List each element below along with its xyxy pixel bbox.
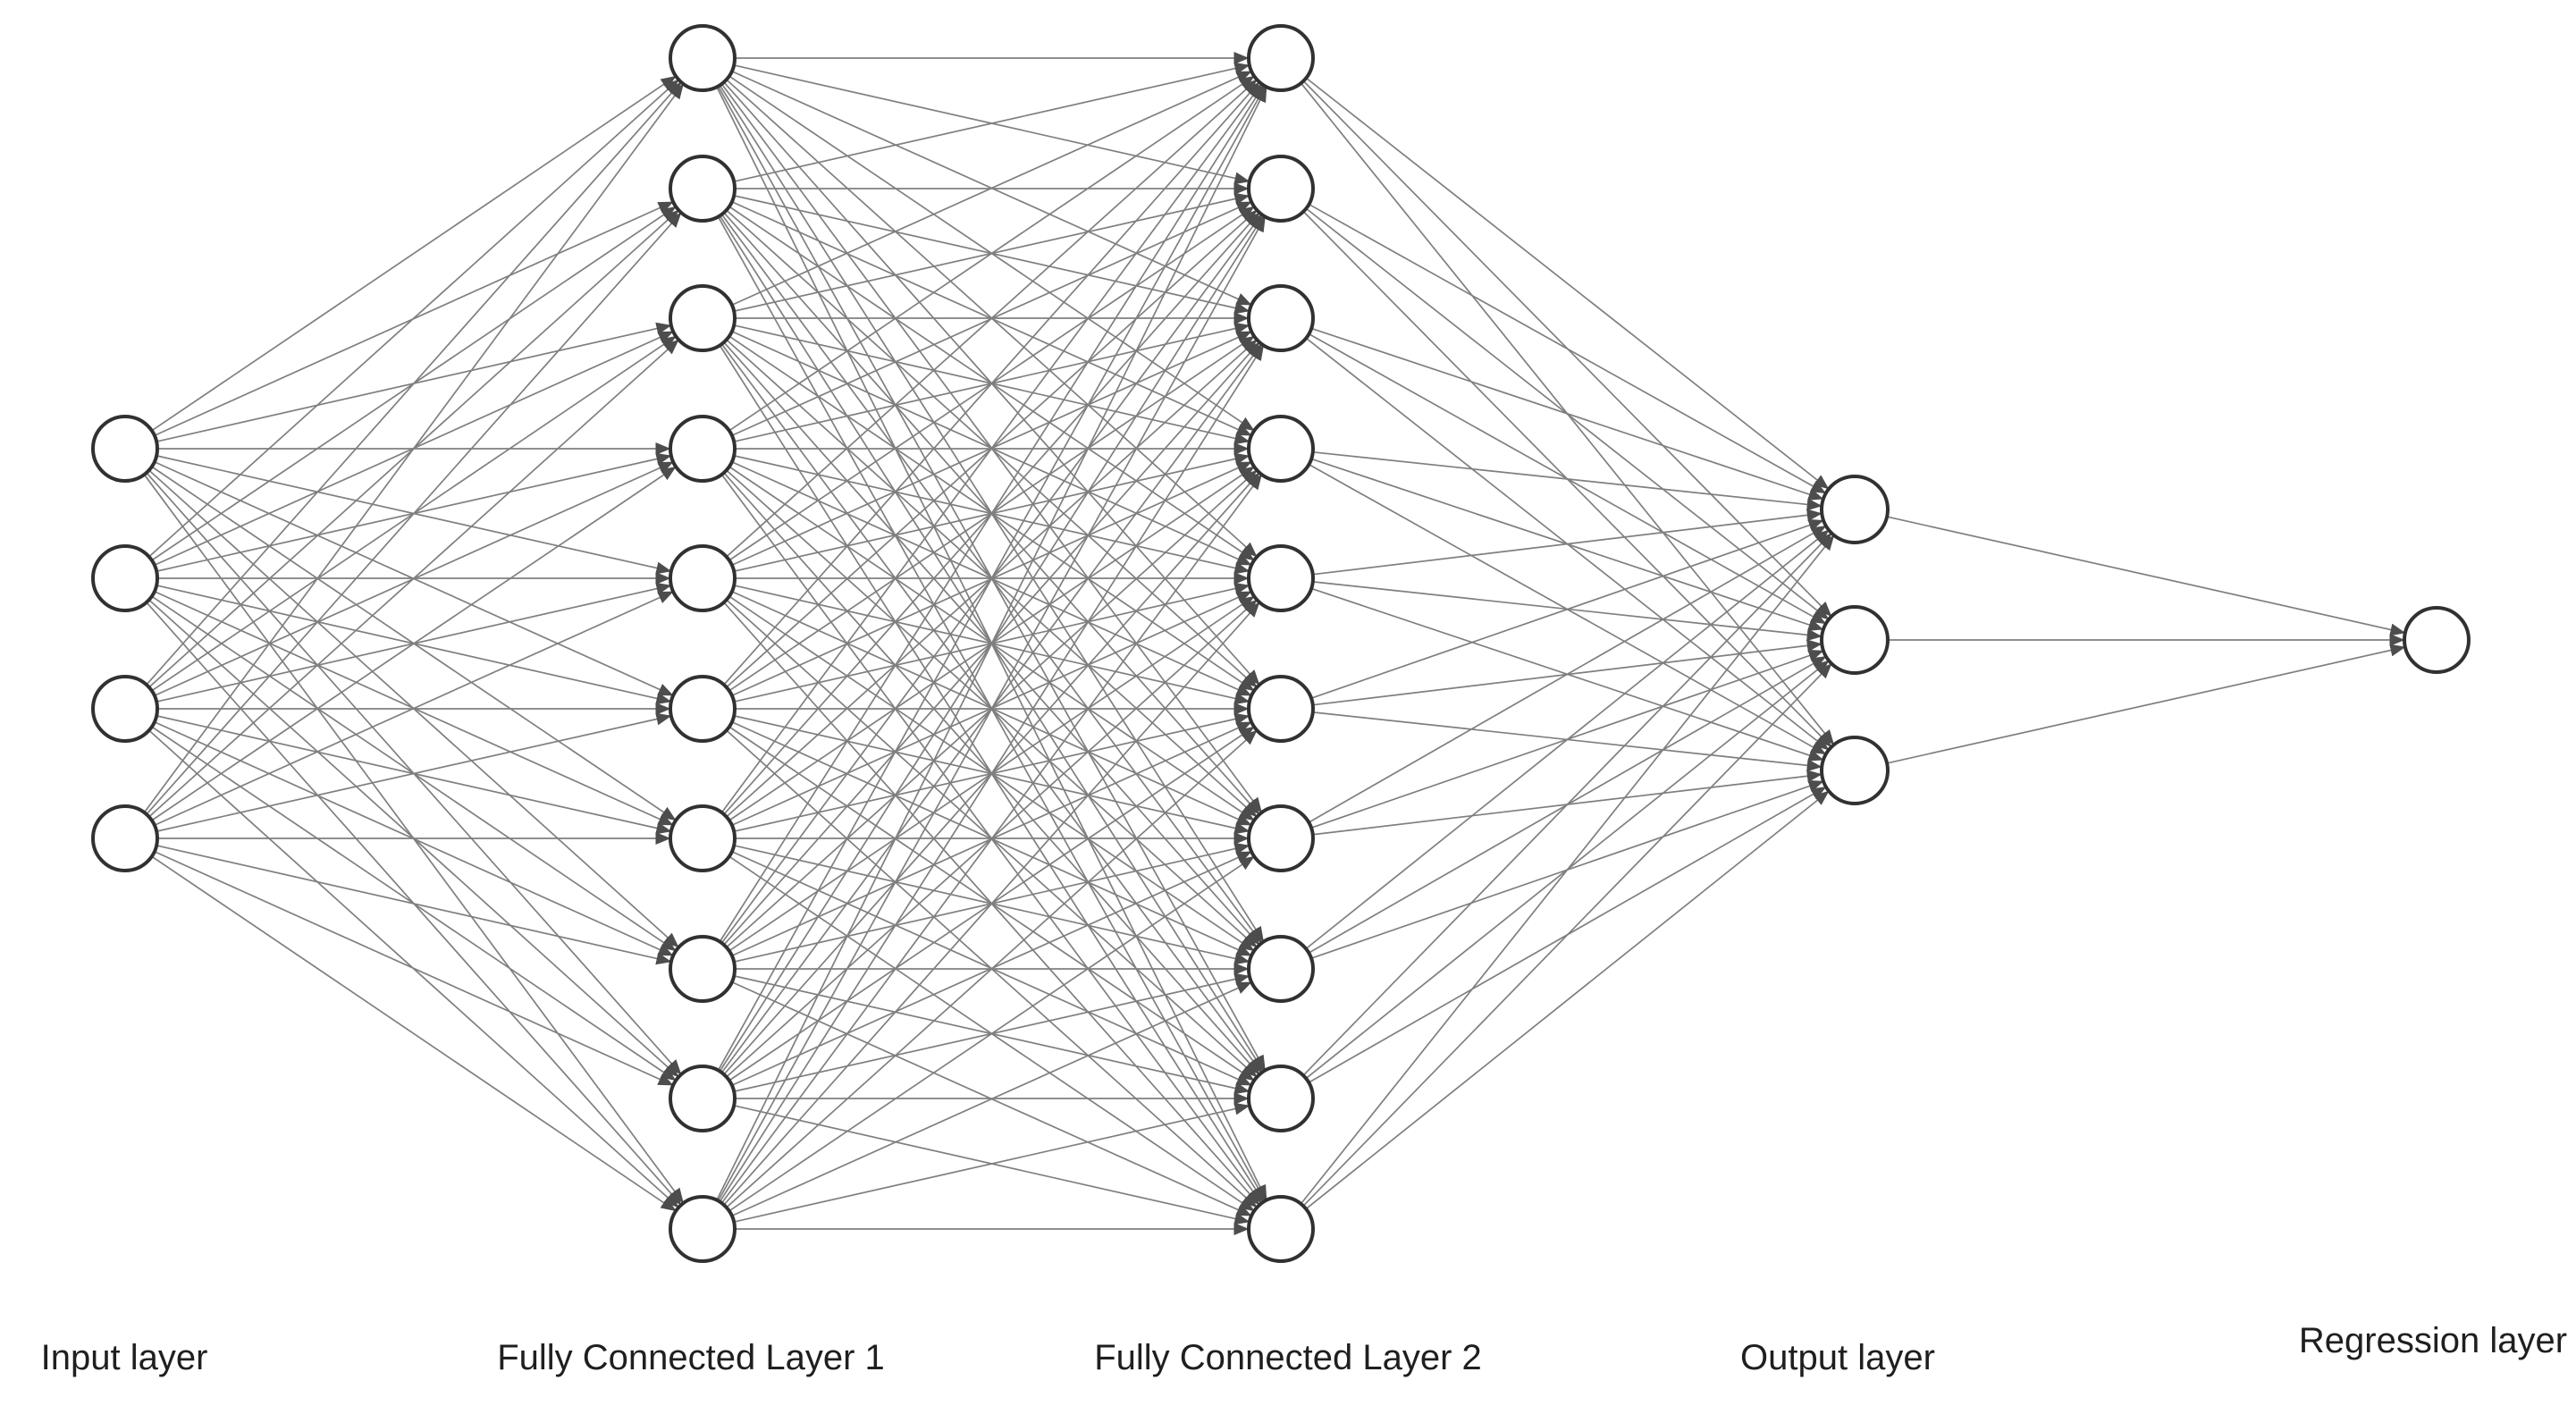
fc2-neuron-node <box>1247 24 1315 92</box>
layer-labels: Input layer Fully Connected Layer 1 Full… <box>41 1321 2567 1377</box>
fc2-neuron-node <box>1247 675 1315 743</box>
fc1-neuron-node <box>669 1065 737 1132</box>
connection-edge <box>1310 327 1824 501</box>
neuron-nodes <box>91 24 2471 1263</box>
connection-edge <box>156 845 672 965</box>
fc1-neuron-node <box>669 155 737 223</box>
connection-edge <box>1312 450 1823 511</box>
connection-edge <box>719 84 1265 943</box>
connection-edge <box>1305 790 1830 1210</box>
connection-edge <box>154 591 674 826</box>
fc2-neuron-node <box>1247 804 1315 872</box>
connection-edge <box>151 855 677 1212</box>
label-fully-connected-layer-2: Fully Connected Layer 2 <box>1094 1338 1482 1377</box>
connection-edge <box>1305 77 1830 490</box>
connection-edge <box>146 212 682 815</box>
fc2-neuron-node <box>1247 544 1315 612</box>
fc2-neuron-node <box>1247 935 1315 1003</box>
connection-edge <box>148 79 679 558</box>
connection-edge <box>1309 203 1827 494</box>
connection-edge <box>1302 532 1832 1076</box>
fc1-neuron-node <box>669 544 737 612</box>
label-input-layer: Input layer <box>41 1338 208 1377</box>
regression-neuron-node <box>2403 606 2471 674</box>
connection-edge <box>146 81 682 686</box>
input-neuron-node <box>91 415 159 483</box>
connection-edge <box>717 86 1267 1071</box>
fc2-neuron-node <box>1247 284 1315 352</box>
connection-edge <box>148 339 679 818</box>
input-neuron-node <box>91 544 159 612</box>
connection-edge <box>731 981 1252 1217</box>
connection-edge <box>143 83 685 813</box>
connection-edge <box>720 474 1263 1204</box>
fc1-neuron-node <box>669 804 737 872</box>
fc2-neuron-node <box>1247 1065 1315 1132</box>
fc1-neuron-node <box>669 935 737 1003</box>
connection-edge <box>1312 509 1823 576</box>
fc2-neuron-node <box>1247 415 1315 483</box>
output-neuron-node <box>1820 605 1890 675</box>
connection-edge <box>151 75 677 432</box>
output-neuron-node <box>1820 736 1890 805</box>
connection-edge <box>723 602 1260 1206</box>
connection-edge <box>728 75 1255 432</box>
connection-edge <box>1886 516 2406 636</box>
fc1-neuron-node <box>669 24 737 92</box>
fc1-neuron-node <box>669 1195 737 1263</box>
connection-edge <box>151 466 677 821</box>
connection-edge <box>723 81 1260 686</box>
label-output-layer: Output layer <box>1740 1338 1935 1377</box>
output-neuron-node <box>1820 475 1890 544</box>
label-fully-connected-layer-1: Fully Connected Layer 1 <box>497 1338 885 1377</box>
connection-edge <box>726 79 1258 558</box>
connection-edge <box>1305 529 1830 950</box>
connection-edge <box>716 86 1267 1201</box>
fc2-neuron-node <box>1247 155 1315 223</box>
connection-edge <box>731 70 1252 307</box>
connection-edge <box>719 344 1265 1203</box>
connection-edge <box>733 62 1250 182</box>
fc2-neuron-node <box>1247 1195 1315 1263</box>
fc1-neuron-node <box>669 284 737 352</box>
input-neuron-node <box>91 804 159 872</box>
connection-edge <box>720 83 1263 813</box>
connection-edge <box>1300 534 1835 1205</box>
connection-edge <box>156 712 672 832</box>
connection-edge <box>1302 662 1832 1207</box>
connection-edge <box>733 1102 1250 1223</box>
connection-edge <box>717 216 1267 1201</box>
connection-edge <box>728 855 1255 1212</box>
connection-edge <box>1310 518 1824 699</box>
connection-edge <box>1308 525 1827 823</box>
input-neuron-node <box>91 675 159 743</box>
fc1-neuron-node <box>669 415 737 483</box>
fc1-neuron-node <box>669 675 737 743</box>
connection-edge <box>154 851 674 1086</box>
connection-edge <box>726 729 1258 1208</box>
connection-edges <box>143 52 2406 1235</box>
label-regression-layer: Regression layer <box>2299 1321 2567 1360</box>
connection-edge <box>1886 644 2406 764</box>
